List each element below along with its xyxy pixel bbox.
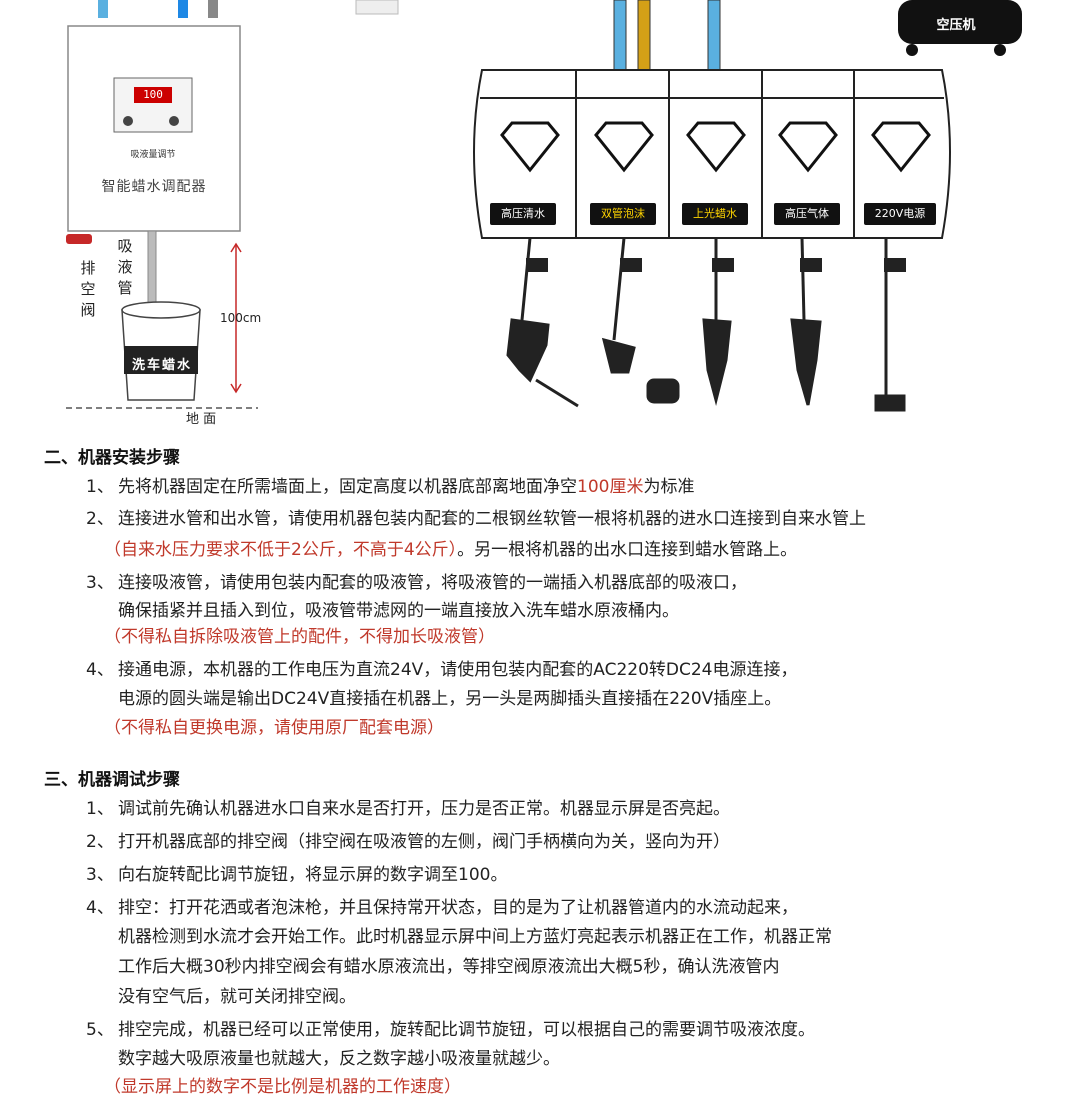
display-readout: 100: [134, 87, 172, 103]
section2-heading: 二、机器安装步骤: [44, 448, 180, 468]
module-label-power: 220V电源: [864, 203, 936, 225]
power-plug-icon: [874, 394, 906, 412]
diamond-icon: [871, 121, 931, 173]
down-button-icon: [123, 116, 133, 126]
air-compressor-icon: [898, 0, 1022, 44]
air-gun-icon: [790, 318, 822, 406]
air-compressor-label: 空压机: [936, 18, 976, 33]
installation-diagram: 100 吸液量调节 智能蜡水调配器 吸 液 管 排 空 阀 洗车蜡水 100cm…: [0, 0, 1085, 440]
water-gun-icon: [506, 318, 550, 383]
diamond-icon: [594, 121, 654, 173]
suction-pipe-label: 吸 液 管: [117, 237, 133, 297]
height-label: 100cm: [220, 311, 262, 325]
diagram-graphics: [66, 0, 1022, 412]
up-button-icon: [169, 116, 179, 126]
wash-cabinet: [473, 69, 951, 239]
diamond-icon: [778, 121, 838, 173]
foam-gun-icon: [601, 337, 636, 374]
adjust-label: 吸液量调节: [130, 150, 176, 160]
module-label-wax: 上光蜡水: [682, 203, 748, 225]
mixer-title: 智能蜡水调配器: [101, 179, 207, 195]
diamond-icon: [500, 121, 560, 173]
module-label-air: 高压气体: [774, 203, 840, 225]
module-label-foam: 双管泡沫: [590, 203, 656, 225]
module-label-water: 高压清水: [490, 203, 556, 225]
outlet-pipe-icon: [178, 0, 188, 18]
inlet-pipe-icon: [98, 0, 108, 18]
step-text: 先将机器固定在所需墙面上，固定高度以机器底部离地面净空100厘米为标准: [118, 477, 695, 497]
section3-heading: 三、机器调试步骤: [44, 770, 180, 790]
vent-valve-icon: [66, 234, 92, 244]
vent-valve-label: 排 空 阀: [80, 259, 96, 319]
ground-label: 地 面: [186, 412, 217, 427]
wax-gun-icon: [702, 318, 732, 406]
socket-icon: [355, 0, 399, 15]
suction-pipe: [147, 230, 157, 312]
bucket-label: 洗车蜡水: [131, 358, 192, 373]
diamond-icon: [686, 121, 746, 173]
